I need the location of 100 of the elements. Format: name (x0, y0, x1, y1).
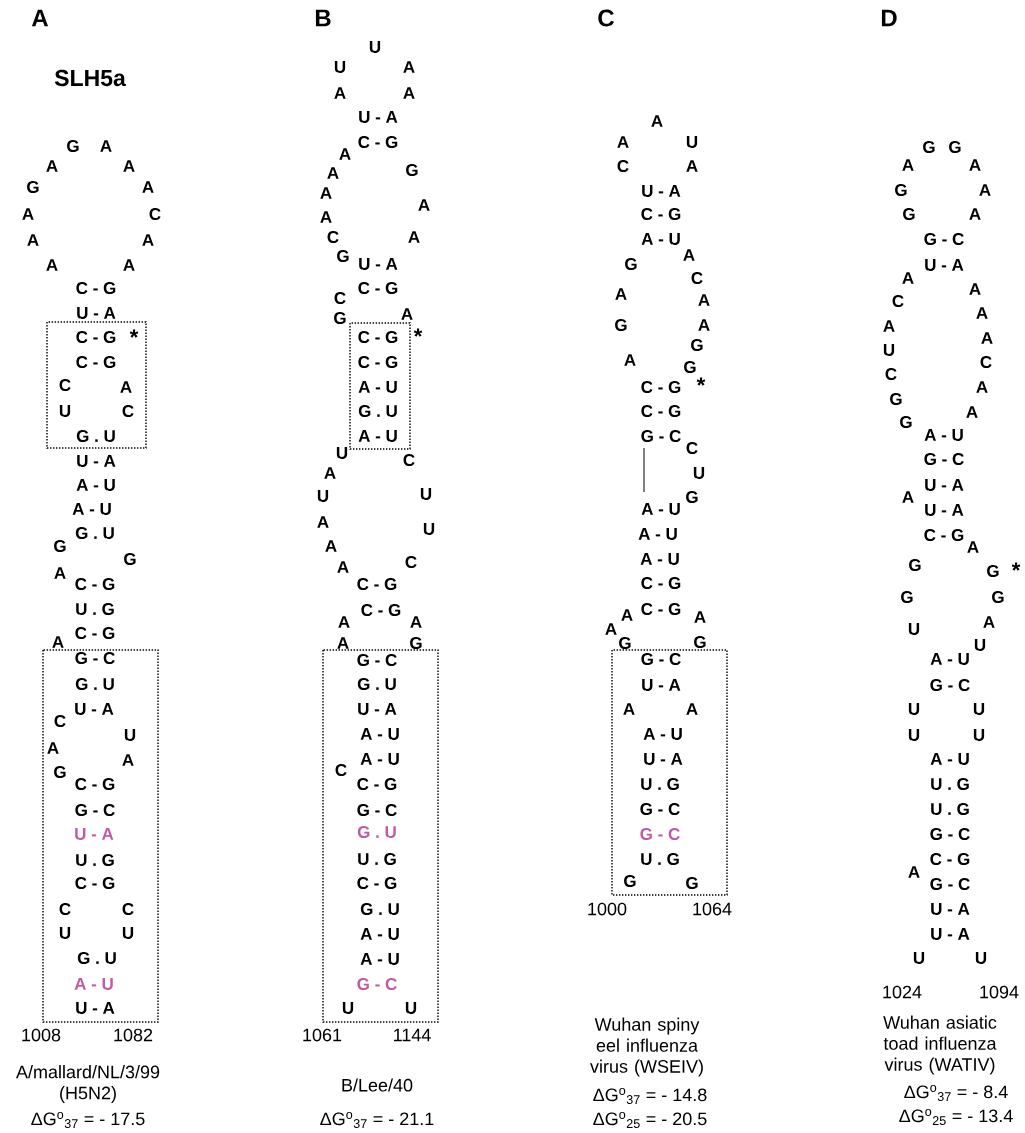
nucleotide-letter: A (123, 160, 135, 172)
base-pair: U - A (925, 504, 964, 516)
strain-name: Wuhan asiatic toad influenza virus (WATIV) (883, 1015, 997, 1075)
nucleotide-letter: C (335, 764, 347, 777)
nucleotide-letter: A (22, 208, 34, 220)
nucleotide-letter: A (325, 540, 337, 552)
nucleotide-letter: G (27, 181, 39, 194)
nucleotide-letter: G (901, 591, 913, 604)
nucleotide-letter: U (908, 623, 920, 635)
nucleotide-letter: C (405, 556, 417, 569)
nucleotide-letter: A (683, 249, 695, 261)
base-pair: U - A (75, 828, 114, 840)
base-pair: G - C (924, 453, 964, 466)
base-pair: U - A (644, 753, 683, 765)
base-pair: C - G (357, 778, 397, 791)
base-pair: C - G (75, 627, 115, 640)
base-pair: A - U (74, 978, 113, 990)
nucleotide-letter: U (423, 523, 435, 535)
base-pair: G - C (930, 828, 970, 841)
nucleotide-letter: A (969, 159, 981, 171)
base-pair: U . G (358, 853, 396, 866)
base-pair: C - G (358, 136, 398, 149)
nucleotide-letter: A (976, 307, 988, 319)
nucleotide-letter: C (403, 454, 415, 467)
base-pair: U . G (641, 853, 679, 866)
base-pair: A - U (641, 503, 680, 515)
nucleotide-letter: G (625, 258, 637, 271)
base-pair: G . U (360, 903, 399, 916)
free-energy-value: ΔG$^{o}$$_{37}$ = - 17.5 (31, 1112, 145, 1128)
nucleotide-letter: A (54, 567, 66, 579)
strain-name: Wuhan spiny eel influenza virus (WSEIV) (590, 1017, 703, 1077)
base-pair: C - G (76, 282, 116, 295)
asterisk-mark: * (1011, 562, 1021, 571)
nucleotide-letter: C (54, 715, 66, 728)
base-pair: A - U (360, 953, 399, 965)
base-pair: A - U (924, 429, 963, 441)
nucleotide-letter: G (903, 208, 915, 221)
base-pair: C - G (357, 877, 397, 890)
nucleotide-letter: A (142, 234, 154, 246)
nucleotide-letter: G (619, 637, 631, 650)
nucleotide-letter: A (883, 320, 895, 332)
nucleotide-letter: G (923, 141, 935, 154)
base-pair: U - A (76, 1002, 115, 1014)
base-pair: U . G (931, 803, 969, 816)
nucleotide-letter: C (122, 903, 134, 916)
panel-letter: B (315, 9, 331, 27)
base-pair: G - C (357, 804, 397, 817)
nucleotide-letter: G (337, 250, 349, 263)
nucleotide-letter: A (52, 636, 64, 648)
nucleotide-letter: C (334, 292, 346, 305)
nucleotide-letter: A (27, 234, 39, 246)
base-pair: C - G (924, 529, 964, 542)
base-pair: U - A (359, 111, 398, 123)
base-pair: A - U (360, 928, 399, 940)
nucleotide-letter: A (338, 616, 350, 628)
nucleotide-letter: A (46, 160, 58, 172)
base-pair: C - G (75, 877, 115, 890)
base-pair: C - G (641, 577, 681, 590)
position-number: 1144 (394, 1028, 431, 1042)
base-pair: A - U (72, 503, 111, 515)
base-pair: G - C (641, 430, 681, 443)
free-energy-value: ΔG$^{o}$$_{25}$ = - 20.5 (593, 1112, 707, 1128)
nucleotide-letter: G (54, 766, 66, 779)
nucleotide-letter: U (908, 703, 920, 715)
base-pair: C - G (76, 356, 116, 369)
nucleotide-letter: U (913, 952, 925, 964)
nucleotide-letter: G (987, 565, 999, 578)
base-pair: A - U (76, 479, 115, 491)
nucleotide-letter: G (890, 393, 902, 406)
base-pair: A - U (358, 381, 397, 393)
base-pair: G - C (75, 804, 115, 817)
nucleotide-letter: A (967, 541, 979, 553)
nucleotide-letter: A (908, 866, 920, 878)
nucleotide-letter: G (686, 491, 698, 504)
free-energy-value: ΔG$^{o}$$_{37}$ = - 14.8 (593, 1088, 707, 1104)
base-pair: A - U (640, 553, 679, 565)
base-pair: G - C (357, 978, 397, 991)
nucleotide-letter: U (420, 488, 432, 500)
nucleotide-letter: G (686, 877, 698, 890)
base-pair: C - G (76, 331, 116, 344)
nucleotide-letter: A (120, 381, 132, 393)
asterisk-mark: * (413, 328, 423, 337)
nucleotide-letter: C (892, 295, 904, 308)
nucleotide-letter: C (691, 272, 703, 285)
base-pair: G - C (640, 803, 680, 816)
nucleotide-letter: G (54, 540, 66, 553)
nucleotide-letter: A (337, 637, 349, 649)
nucleotide-letter: A (605, 623, 617, 635)
nucleotide-letter: A (100, 140, 112, 152)
nucleotide-letter: G (410, 637, 422, 650)
nucleotide-letter: A (686, 703, 698, 715)
nucleotide-letter: A (122, 754, 134, 766)
nucleotide-letter: U (334, 61, 346, 73)
nucleotide-letter: U (973, 729, 985, 741)
base-pair: C - G (75, 778, 115, 791)
nucleotide-letter: A (123, 259, 135, 271)
nucleotide-letter: A (403, 61, 415, 73)
base-pair: U - A (642, 679, 681, 691)
base-pair: G - C (75, 652, 115, 665)
nucleotide-letter: U (686, 136, 698, 148)
